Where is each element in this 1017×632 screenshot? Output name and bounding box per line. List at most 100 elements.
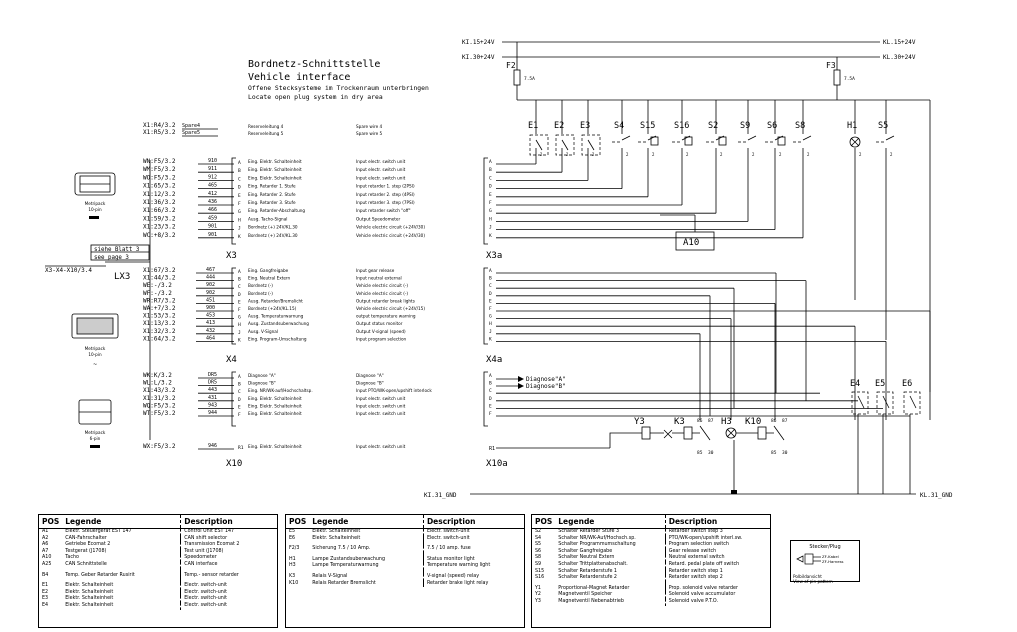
switch-s6: S62 <box>765 100 786 160</box>
legend-cell-de: Relais V-Signal <box>312 573 348 579</box>
x10-code: 443 <box>208 387 217 393</box>
legend-cell-pos: S5 <box>535 542 542 548</box>
legend-cell-pos: H1 <box>289 556 296 562</box>
x3a-pin: K <box>489 233 492 239</box>
legend-cell-de: Elektr. Schalteinheit <box>65 596 114 602</box>
x10-code: DR5 <box>208 380 217 386</box>
a10-box: A10 <box>660 214 715 251</box>
x3-en: Input retarder 3. step (7PSI) <box>356 200 415 205</box>
legend-cell-en: Electr. switch-unit <box>180 602 277 610</box>
x3-wire: WM:F5/3.2 <box>143 166 176 173</box>
x4-pin-wire: WE:-/3.2 <box>143 282 172 289</box>
x3-wire: X1:59/3.2 <box>143 215 176 222</box>
x3-de: Eing. Elektr. Schalteinheit <box>248 167 302 172</box>
title-line4: Locate open plug system in dry area <box>248 93 383 101</box>
x3-wire: WO:F5/3.2 <box>143 174 176 181</box>
legend-cell-en <box>422 552 524 557</box>
legend-cell-pos: S4 <box>535 535 542 541</box>
legend-cell-en: Retarder switch step 1 <box>664 568 770 576</box>
x3a-pin: H <box>489 216 492 222</box>
legend-cell-en <box>422 542 524 547</box>
legend-cell-de: CAN Schnittstelle <box>65 561 107 567</box>
x10-de: Eing. Elektr. Schalteinheit <box>248 396 302 401</box>
legend-cell-en: Electr. switch-unit <box>180 589 277 597</box>
x3-en: Input retarder 2. step (4PSI) <box>356 192 415 197</box>
x3-de: Bordnetz (+) 24V/KL.30 <box>248 233 298 238</box>
x3-de: Eing. Retarder 3. Stufe <box>248 200 296 205</box>
plug-cable: ZF-Kabel <box>822 554 839 559</box>
k3-86: 86 <box>697 418 703 424</box>
plug-10pin-b: Metripack 10-pin ~ <box>71 313 119 368</box>
legend-header-pos: POS <box>286 515 310 529</box>
x10-de: Eing. NR/WK-auf/Hochschaltsp. <box>248 388 313 393</box>
x10-pin: B <box>238 382 241 388</box>
x10a-pin: F <box>489 411 492 417</box>
legend-cell-en: Retarder brake light relay <box>422 580 524 588</box>
x4-label: X4 <box>226 355 237 365</box>
legend-header-legende: Legende <box>309 515 424 529</box>
x3-pin: D <box>238 185 241 191</box>
legend-cell-en: Status monitor light <box>422 556 524 564</box>
x10a-pin: A <box>489 373 492 379</box>
switch-num: 2 <box>540 152 543 157</box>
x10-wire: X1:43/3.2 <box>143 387 176 394</box>
x10-pin: R1 <box>238 445 244 451</box>
rail-kl31-right: KL.31_GND <box>920 492 953 499</box>
legend-cell-de: Temp. Geber Retarder Rusirit <box>65 572 135 578</box>
x4a-pin: A <box>489 268 492 274</box>
legend-cell-en: Retarder switch step 3 <box>664 528 770 536</box>
x4-pin-wire: X1:64/3.2 <box>143 335 176 342</box>
fuse-f2-rating: 7.5A <box>524 76 535 82</box>
x10a-pin: B <box>489 381 492 387</box>
x3-de: Eing. Elektr. Schalteinheit <box>248 175 302 180</box>
legend-cell-pos: S2 <box>535 529 542 534</box>
x10a-pin: D <box>489 396 492 402</box>
legend-cell-en: Control Unit EST 147 <box>180 528 277 536</box>
legend-row <box>532 581 770 586</box>
x3-en: Output Speedometer <box>356 216 400 221</box>
legend-cell-pos: S15 <box>535 568 545 574</box>
switch-label: S9 <box>740 121 750 131</box>
x4-pin-code: 900 <box>206 305 215 311</box>
plug-view-en: View of pin pattern <box>793 579 833 584</box>
switch-num: 2 <box>779 152 782 157</box>
x3-spare4-code: Spare4 <box>182 123 200 129</box>
legend-cell-pos: E1 <box>42 583 49 589</box>
x10-wire: WL:L/3.2 <box>143 380 172 387</box>
legend-cell-pos: E3 <box>42 596 49 602</box>
diagnose-outputs: Diagnose"A" Diagnose"B" <box>496 376 566 390</box>
legend-row <box>286 552 524 557</box>
x4a-pin: F <box>489 306 492 312</box>
legend-header-description: Description <box>664 515 770 529</box>
title-line2: Vehicle interface <box>248 72 350 83</box>
x3-code: 436 <box>208 199 217 205</box>
legend-header-description: Description <box>180 515 277 529</box>
x10-pin: C <box>238 389 241 395</box>
fuse-f3-label: F3 <box>826 61 836 70</box>
x10-label: X10 <box>226 459 242 469</box>
x4-pin-de: Ausg. Temperaturwarnung <box>248 314 304 319</box>
legend-cell-pos: H3 <box>289 563 296 569</box>
x10-pin-row: X1:43/3.2 443 C Eing. NR/WK-auf/Hochschalts… <box>143 387 432 395</box>
legend-cell-en: Electr. switch-unit <box>422 535 524 543</box>
x10-wire: WK:K/3.2 <box>143 372 172 379</box>
h3-label: H3 <box>721 417 732 427</box>
x4-pin-de: Bordnetz (-) <box>248 283 273 288</box>
legend-cell-pos: A25 <box>42 561 52 567</box>
